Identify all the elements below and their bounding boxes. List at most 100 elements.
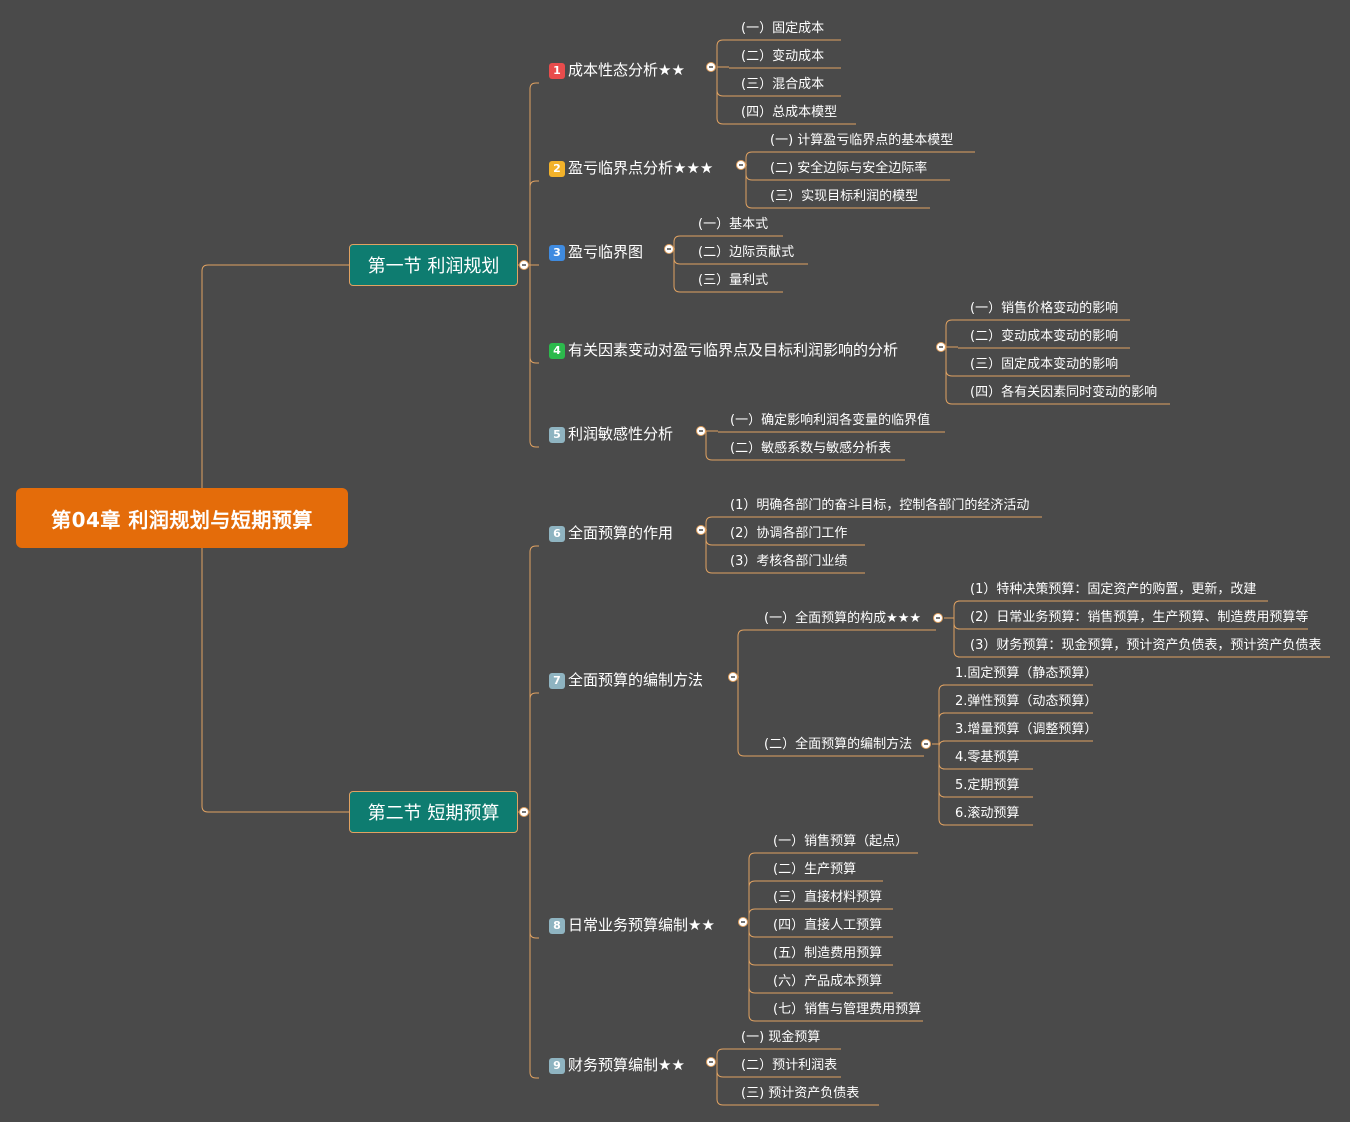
link-factor-change-analysis-child-0	[945, 319, 958, 348]
subtopic-profit-sensitivity-0[interactable]: (一）确定影响利润各变量的临界值	[730, 413, 931, 428]
topic-number-badge: 1	[549, 63, 565, 79]
link-cost-behavior-child-3	[716, 67, 729, 125]
subtopic-breakeven-chart-2[interactable]: (三）量利式	[698, 273, 769, 288]
collapse-toggle-breakeven-analysis[interactable]	[736, 160, 746, 170]
subtopic-group-0-0[interactable]: (1）特种决策预算：固定资产的购置，更新，改建	[970, 582, 1257, 597]
topic-label: 盈亏临界图	[568, 243, 644, 261]
link-budget-role-child-0	[705, 516, 718, 531]
subtopic-factor-change-analysis-3[interactable]: (四）各有关因素同时变动的影响	[970, 385, 1158, 400]
link-operating-budget-child-0	[748, 852, 761, 922]
subtopic-group-1-3[interactable]: 4.零基预算	[955, 750, 1020, 765]
subtopic-breakeven-chart-1[interactable]: (二）边际贡献式	[698, 245, 795, 260]
subtopic-operating-budget-3[interactable]: (四）直接人工预算	[773, 918, 883, 933]
link-breakeven-chart-child-0	[673, 235, 686, 250]
link-factor-change-analysis-child-2	[945, 346, 958, 377]
subtopic-breakeven-analysis-0[interactable]: (一) 计算盈亏临界点的基本模型	[770, 133, 954, 148]
group-budget-methods-0[interactable]: (一）全面预算的构成★★★	[764, 611, 922, 626]
collapse-toggle-group-0[interactable]	[933, 613, 943, 623]
subtopic-group-1-2[interactable]: 3.增量预算（调整预算）	[955, 722, 1098, 737]
collapse-toggle-cost-behavior[interactable]	[706, 62, 716, 72]
link-breakeven-chart-child-1	[673, 248, 686, 265]
subtopic-operating-budget-5[interactable]: (六）产品成本预算	[773, 974, 883, 989]
collapse-toggle-sec1[interactable]	[519, 807, 529, 817]
subtopic-financial-budget-0[interactable]: (一) 现金预算	[741, 1030, 821, 1045]
subtopic-operating-budget-4[interactable]: (五）制造费用预算	[773, 946, 883, 961]
link-financial-budget-child-0	[716, 1048, 729, 1062]
collapse-toggle-budget-role[interactable]	[696, 525, 706, 535]
subtopic-group-1-4[interactable]: 5.定期预算	[955, 778, 1020, 793]
collapse-toggle-profit-sensitivity[interactable]	[696, 426, 706, 436]
collapse-toggle-operating-budget[interactable]	[738, 917, 748, 927]
subtopic-breakeven-analysis-2[interactable]: (三）实现目标利润的模型	[770, 189, 919, 204]
subtopic-group-1-1[interactable]: 2.弹性预算（动态预算）	[955, 694, 1098, 709]
topic-label: 全面预算的作用	[568, 524, 674, 542]
link-operating-budget-child-3	[748, 922, 761, 938]
collapse-toggle-group-1[interactable]	[921, 739, 931, 749]
link-group-1-child-4	[932, 743, 946, 798]
subtopic-group-0-2[interactable]: (3）财务预算：现金预算，预计资产负债表，预计资产负债表	[970, 638, 1322, 653]
link-sec-topic-breakeven-analysis	[518, 180, 539, 266]
subtopic-group-1-0[interactable]: 1.固定预算（静态预算）	[955, 666, 1098, 681]
subtopic-financial-budget-1[interactable]: (二）预计利润表	[741, 1058, 838, 1073]
link-sec-topic-cost-behavior	[518, 82, 539, 266]
section-node-profit-planning[interactable]: 第一节 利润规划	[349, 244, 518, 286]
link-sec-topic-factor-change-analysis	[518, 264, 539, 364]
subtopic-cost-behavior-1[interactable]: (二）变动成本	[741, 49, 825, 64]
subtopic-operating-budget-1[interactable]: (二）生产预算	[773, 862, 857, 877]
subtopic-operating-budget-6[interactable]: (七）销售与管理费用预算	[773, 1002, 922, 1017]
link-breakeven-chart-child-2	[673, 248, 686, 293]
topic-number-badge: 5	[549, 427, 565, 443]
subtopic-breakeven-analysis-1[interactable]: (二) 安全边际与安全边际率	[770, 161, 928, 176]
subtopic-factor-change-analysis-1[interactable]: (二）变动成本变动的影响	[970, 329, 1119, 344]
root-node[interactable]: 第04章 利润规划与短期预算	[16, 488, 348, 548]
section-node-short-term-budget[interactable]: 第二节 短期预算	[349, 791, 518, 833]
subtopic-breakeven-chart-0[interactable]: (一）基本式	[698, 217, 769, 232]
group-budget-methods-1[interactable]: (二）全面预算的编制方法	[764, 737, 913, 752]
topic-number-badge: 9	[549, 1058, 565, 1074]
collapse-toggle-factor-change-analysis[interactable]	[936, 342, 946, 352]
subtopic-cost-behavior-3[interactable]: (四）总成本模型	[741, 105, 838, 120]
link-root-sec1	[201, 548, 349, 813]
topic-label: 盈亏临界点分析★★★	[568, 159, 714, 177]
link-operating-budget-child-5	[748, 922, 761, 994]
link-group-1-child-5	[932, 743, 946, 826]
collapse-toggle-breakeven-chart[interactable]	[664, 244, 674, 254]
subtopic-factor-change-analysis-2[interactable]: (三）固定成本变动的影响	[970, 357, 1119, 372]
link-group-1-child-3	[932, 743, 946, 770]
subtopic-cost-behavior-2[interactable]: (三）混合成本	[741, 77, 825, 92]
link-sec-topic-financial-budget	[518, 811, 539, 1079]
subtopic-group-0-1[interactable]: (2）日常业务预算：销售预算，生产预算、制造费用预算等	[970, 610, 1309, 625]
link-budget-methods-group-0	[737, 629, 752, 678]
link-budget-methods-group-1	[737, 676, 752, 757]
subtopic-operating-budget-2[interactable]: (三）直接材料预算	[773, 890, 883, 905]
subtopic-factor-change-analysis-0[interactable]: (一）销售价格变动的影响	[970, 301, 1119, 316]
topic-label: 财务预算编制★★	[568, 1056, 685, 1074]
subtopic-budget-role-0[interactable]: (1）明确各部门的奋斗目标，控制各部门的经济活动	[730, 498, 1030, 513]
subtopic-budget-role-2[interactable]: (3）考核各部门业绩	[730, 554, 848, 569]
subtopic-operating-budget-0[interactable]: (一）销售预算（起点）	[773, 834, 909, 849]
link-operating-budget-child-4	[748, 922, 761, 966]
subtopic-budget-role-1[interactable]: (2）协调各部门工作	[730, 526, 848, 541]
link-cost-behavior-child-2	[716, 67, 729, 97]
subtopic-financial-budget-2[interactable]: (三) 预计资产负债表	[741, 1086, 860, 1101]
topic-label: 有关因素变动对盈亏临界点及目标利润影响的分析	[568, 341, 899, 359]
link-financial-budget-child-1	[716, 1062, 729, 1078]
collapse-toggle-financial-budget[interactable]	[706, 1057, 716, 1067]
link-budget-role-child-2	[705, 529, 718, 574]
subtopic-cost-behavior-0[interactable]: (一）固定成本	[741, 21, 825, 36]
collapse-toggle-budget-methods[interactable]	[728, 672, 738, 682]
link-cost-behavior-child-0	[716, 39, 729, 67]
collapse-toggle-sec0[interactable]	[519, 260, 529, 270]
link-group-1-child-1	[932, 712, 946, 745]
subtopic-group-1-5[interactable]: 6.滚动预算	[955, 806, 1020, 821]
subtopic-profit-sensitivity-1[interactable]: (二）敏感系数与敏感分析表	[730, 441, 892, 456]
